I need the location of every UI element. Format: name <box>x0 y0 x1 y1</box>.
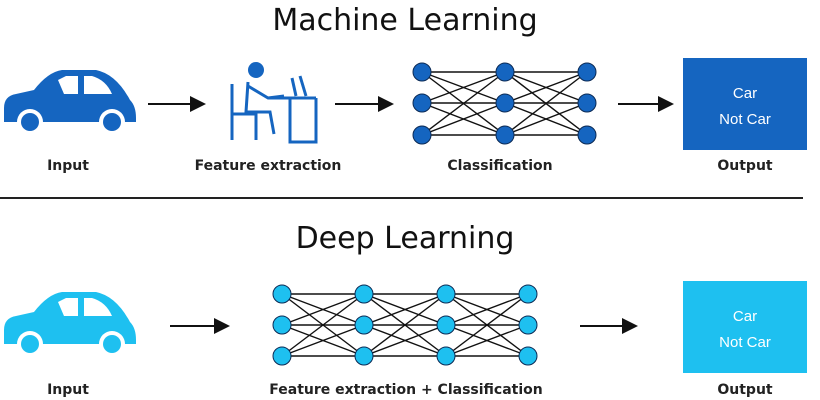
dl-output-box <box>683 281 807 373</box>
ml-input-label: Input <box>47 158 89 174</box>
ml-feature-label: Feature extraction <box>195 158 342 174</box>
ml-output-label: Output <box>717 158 773 174</box>
dl-network-node <box>272 284 292 304</box>
ml-network-node <box>412 125 432 145</box>
dl-combined-label: Feature extraction + Classification <box>269 382 542 398</box>
person-at-desk-icon <box>230 62 318 144</box>
dl-network-connection <box>445 324 529 357</box>
dl-network-connection <box>363 293 447 326</box>
ml-title: Machine Learning <box>272 3 537 38</box>
dl-network-node <box>354 284 374 304</box>
ml-network-node <box>412 62 432 82</box>
ml-network-connection <box>504 71 588 104</box>
ml-network-connection <box>504 102 588 136</box>
dl-title: Deep Learning <box>296 221 515 256</box>
dl-input-label: Input <box>47 382 89 398</box>
ml-network-node <box>577 62 597 82</box>
dl-network-connection <box>281 293 365 326</box>
ml-network-connection <box>421 102 506 136</box>
ml-network-node <box>495 62 515 82</box>
ml-network-node <box>577 93 597 113</box>
dl-network-node <box>518 346 538 366</box>
dl-network-node <box>354 346 374 366</box>
dl-network-connection <box>363 324 447 357</box>
dl-network-node <box>436 284 456 304</box>
dl-output-option-not-car: Not Car <box>719 334 771 351</box>
ml-output-option-not-car: Not Car <box>719 111 771 128</box>
dl-network-node <box>272 315 292 335</box>
ml-output-option-car: Car <box>733 85 757 102</box>
dl-car-icon <box>4 292 136 357</box>
ml-network-node <box>495 93 515 113</box>
ml-network-connection <box>421 71 506 136</box>
dl-network-node <box>518 284 538 304</box>
dl-network-connection <box>445 293 529 357</box>
dl-network-connection <box>281 293 365 357</box>
dl-output-label: Output <box>717 382 773 398</box>
ml-network-connection <box>504 71 588 136</box>
ml-car-icon <box>4 70 136 135</box>
dl-network-connection <box>445 293 529 326</box>
ml-network-node <box>577 125 597 145</box>
ml-neural-network-icon <box>412 62 597 145</box>
dl-neural-network-icon <box>272 284 538 366</box>
dl-output-option-car: Car <box>733 308 757 325</box>
dl-network-connection <box>281 324 365 357</box>
dl-network-node <box>354 315 374 335</box>
dl-network-node <box>272 346 292 366</box>
dl-network-node <box>518 315 538 335</box>
dl-network-node <box>436 315 456 335</box>
ml-network-node <box>495 125 515 145</box>
ml-classification-label: Classification <box>447 158 552 174</box>
ml-output-box <box>683 58 807 150</box>
dl-network-node <box>436 346 456 366</box>
dl-network-connection <box>363 293 447 357</box>
ml-network-node <box>412 93 432 113</box>
ml-network-connection <box>421 71 506 104</box>
